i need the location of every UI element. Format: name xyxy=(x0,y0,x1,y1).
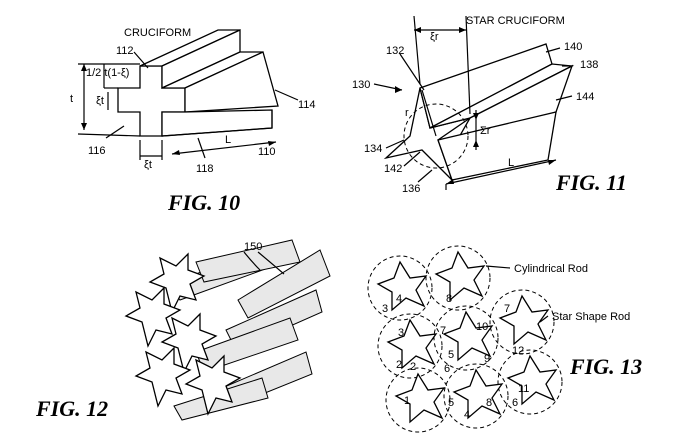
fig10-ref-118: 118 xyxy=(196,163,214,175)
fig10-dim-t: t xyxy=(70,93,73,105)
fig13-num-7b: 7 xyxy=(504,303,510,315)
fig13-num-2b: 2 xyxy=(410,361,416,373)
fig11-ref-134: 134 xyxy=(364,143,382,155)
fig13-num-7a: 7 xyxy=(440,325,446,337)
fig13-num-9: 9 xyxy=(484,353,490,365)
fig13-num-2a: 2 xyxy=(396,359,402,371)
fig13-num-6a: 6 xyxy=(444,363,450,375)
fig13-num-8b: 8 xyxy=(486,397,492,409)
fig13-num-3b: 3 xyxy=(398,327,404,339)
fig10-cruciform: CRUCIFORM 112 114 116 118 110 t 1/2 t(1-… xyxy=(70,27,316,215)
fig10-ref-114: 114 xyxy=(298,99,316,111)
fig10-dim-xi-bottom: ξt xyxy=(144,159,152,171)
fig11-ref-142: 142 xyxy=(384,163,402,175)
fig13-num-5a: 5 xyxy=(448,349,454,361)
fig13-rod-packing: 3 4 8 3 7 10 7 2 2 5 6 9 12 1 5 4 8 6 11… xyxy=(367,245,642,433)
fig11-ref-140: 140 xyxy=(564,41,582,53)
fig11-ref-144: 144 xyxy=(576,91,594,103)
fig13-num-3a: 3 xyxy=(382,303,388,315)
fig10-dim-half: 1/2 t(1-ξ) xyxy=(86,67,129,79)
fig13-num-5b: 5 xyxy=(448,397,454,409)
fig11-caption: FIG. 11 xyxy=(555,170,627,195)
fig10-ref-116: 116 xyxy=(88,145,106,157)
fig12-star-bottom-right xyxy=(184,354,242,416)
fig11-dim-sigma-r: Σr xyxy=(480,125,491,137)
fig11-dim-xi-r: ξr xyxy=(430,31,439,43)
fig11-star-cruciform: STAR CRUCIFORM 130 132 134 136 138 140 1… xyxy=(352,15,627,195)
fig12-star-bottom-left xyxy=(134,346,192,408)
fig12-ref-150: 150 xyxy=(244,241,262,253)
fig10-dim-xi: ξt xyxy=(96,95,104,107)
fig13-num-10: 10 xyxy=(476,321,488,333)
fig12-star-left xyxy=(124,286,182,348)
fig12-caption: FIG. 12 xyxy=(35,396,108,421)
fig10-ref-110: 110 xyxy=(258,146,276,158)
fig11-ref-138: 138 xyxy=(580,59,598,71)
fig12-star-mid xyxy=(160,312,218,374)
fig13-label-star: Star Shape Rod xyxy=(552,311,630,323)
fig13-num-1: 1 xyxy=(404,395,410,407)
fig13-num-4b: 4 xyxy=(464,409,470,421)
fig10-dim-L: L xyxy=(225,134,231,146)
fig10-ref-112: 112 xyxy=(116,45,134,57)
fig13-num-4a: 4 xyxy=(396,293,402,305)
fig11-envelope-circle xyxy=(403,103,469,169)
fig10-caption: FIG. 10 xyxy=(167,190,240,215)
fig13-num-12: 12 xyxy=(512,345,524,357)
fig11-ref-136: 136 xyxy=(402,183,420,195)
fig13-label-cylindrical: Cylindrical Rod xyxy=(514,263,588,275)
fig11-title: STAR CRUCIFORM xyxy=(466,15,565,27)
fig13-caption: FIG. 13 xyxy=(569,354,642,379)
fig13-num-11: 11 xyxy=(518,383,529,395)
fig10-title: CRUCIFORM xyxy=(124,27,191,39)
fig12-star-rod-bundle: 150 FIG. 12 xyxy=(35,239,331,421)
fig11-ref-132: 132 xyxy=(386,45,404,57)
fig13-num-8a: 8 xyxy=(446,293,452,305)
fig11-dim-r: r xyxy=(405,107,409,119)
fig12-star-top xyxy=(148,252,206,314)
fig13-num-6b: 6 xyxy=(512,397,518,409)
fig11-ref-130: 130 xyxy=(352,79,370,91)
fig10-right-arm-face xyxy=(184,51,279,113)
fig11-dim-L: L xyxy=(508,157,514,169)
